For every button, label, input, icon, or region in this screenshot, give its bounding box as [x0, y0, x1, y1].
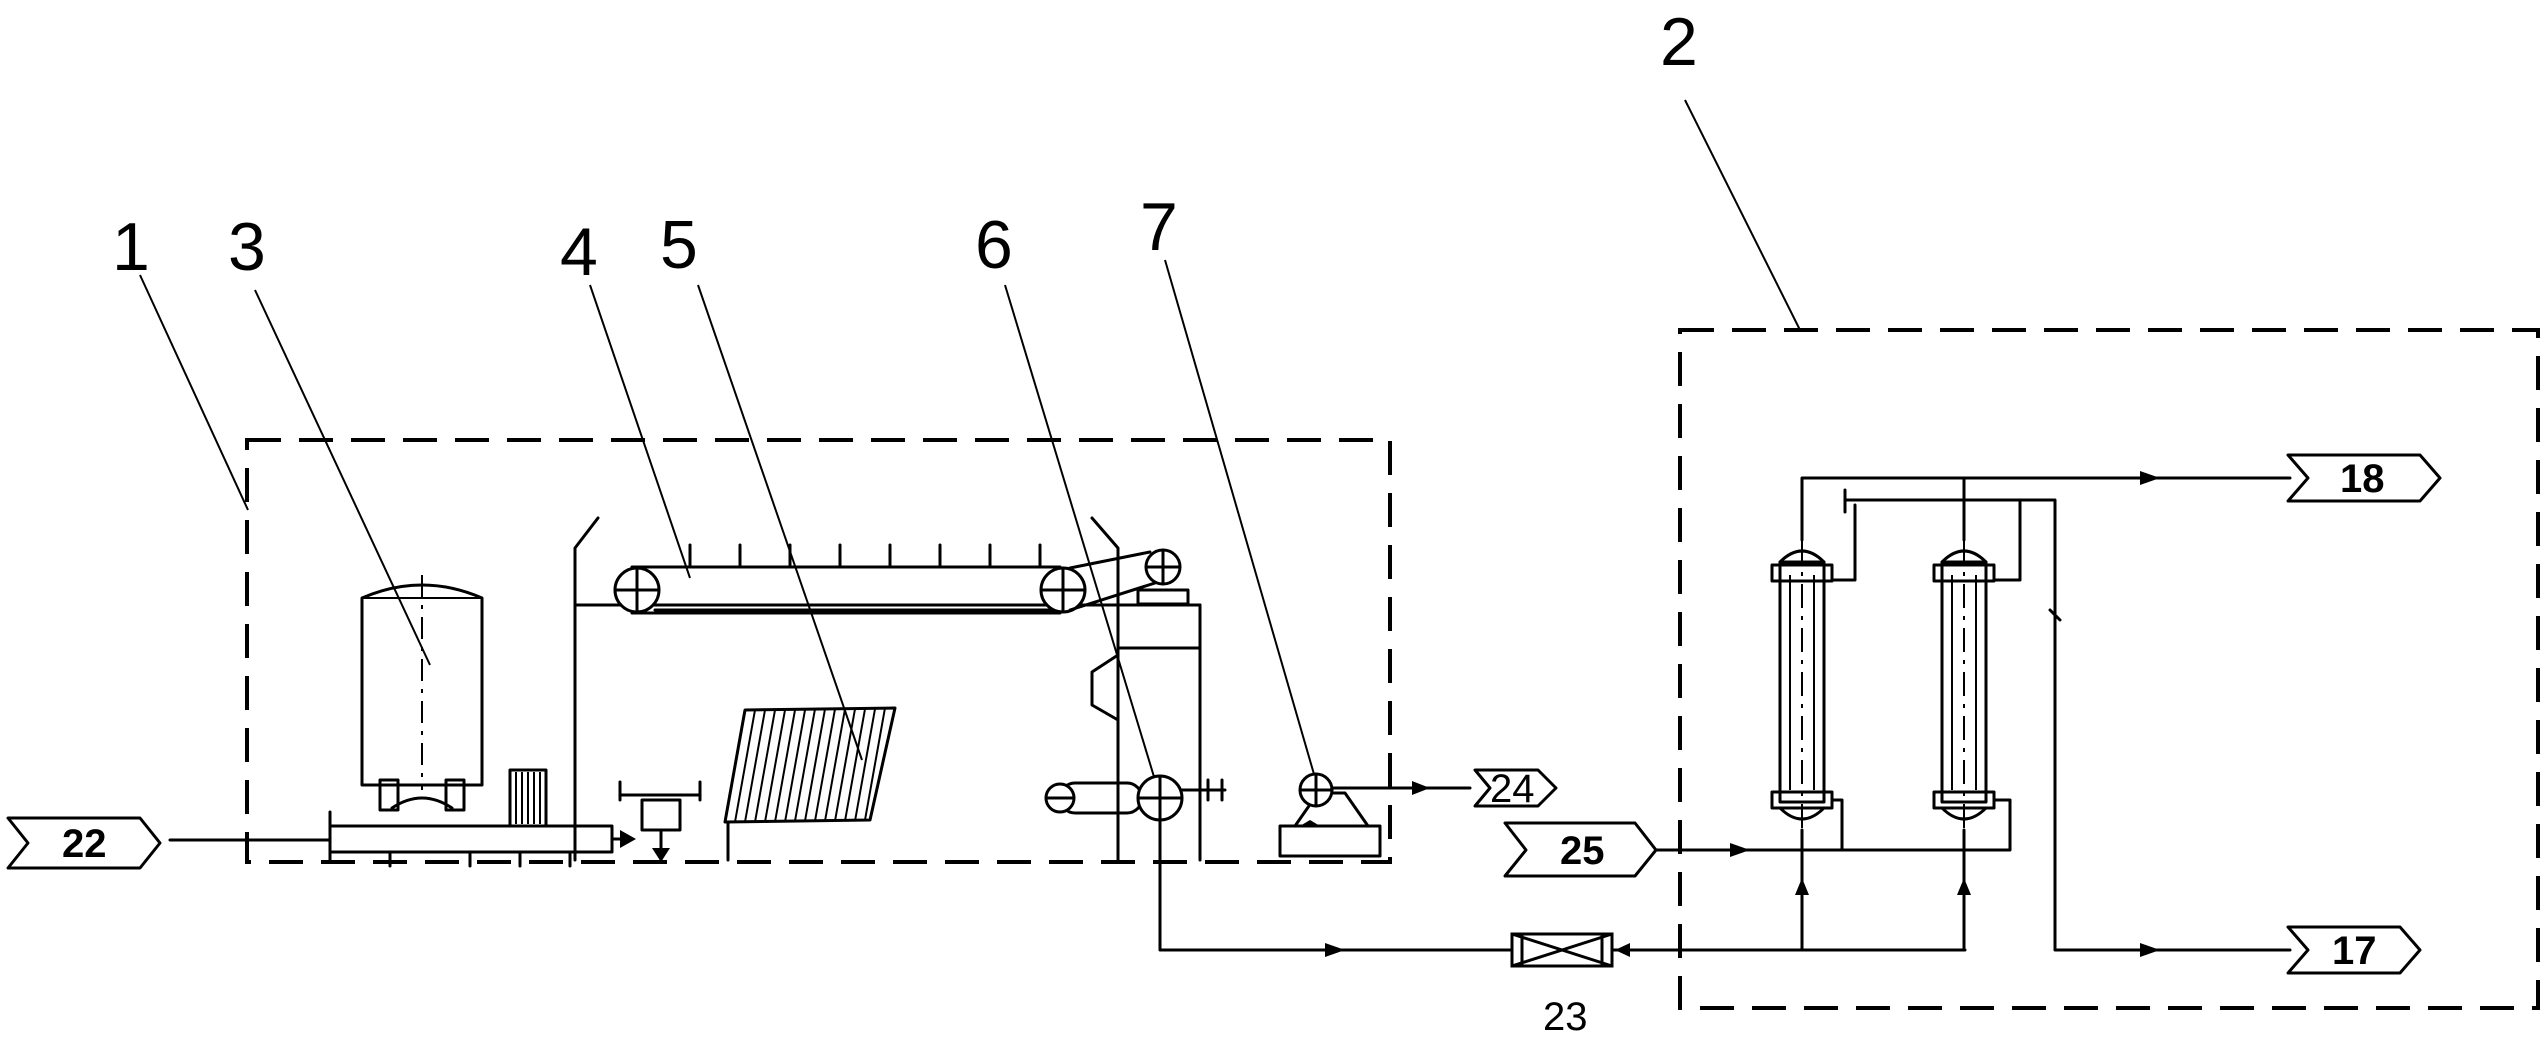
column-piping: [1795, 471, 2292, 957]
flow-arrow: [1325, 943, 1345, 957]
column-right: [1932, 540, 1996, 830]
svg-text:22: 22: [62, 822, 107, 866]
unit-4-conveyor: [573, 516, 1202, 862]
ref-number-4: 4: [560, 214, 598, 290]
stream-tag-18: 18: [2286, 453, 2442, 503]
unit-2-boundary: [1678, 328, 2540, 1010]
valve-assembly: [618, 780, 702, 862]
ref-number-7: 7: [1140, 189, 1178, 265]
stream-tag-24: 24: [1473, 767, 1558, 811]
unit-1-boundary: [245, 438, 1392, 864]
ref-number-5: 5: [660, 207, 698, 283]
unit-5-hatched-plate: [723, 706, 897, 862]
stream-tag-22: 22: [6, 816, 162, 870]
svg-text:23: 23: [1543, 995, 1588, 1038]
stream-tag-25: 25: [1503, 821, 1658, 878]
ref-number-3: 3: [228, 209, 266, 285]
unit-6-pump: [1044, 774, 1227, 822]
stream-tag-17: 17: [2286, 925, 2422, 975]
svg-text:17: 17: [2332, 929, 2377, 973]
leader-lines: [139, 99, 1801, 791]
svg-text:24: 24: [1490, 767, 1535, 811]
transfer-line: [1158, 818, 1512, 952]
unit-7-blower: [1278, 772, 1472, 858]
ref-number-1: 1: [112, 209, 150, 285]
ref-number-2: 2: [1660, 4, 1698, 80]
unit-3-tank: [360, 575, 484, 812]
filter-cartridge: [508, 768, 548, 828]
valve-23: 23: [1510, 932, 1614, 1038]
svg-text:18: 18: [2340, 457, 2385, 501]
base-skid: [328, 810, 636, 868]
ref-number-6: 6: [975, 207, 1013, 283]
column-left: [1770, 540, 1834, 830]
svg-text:25: 25: [1560, 829, 1605, 873]
